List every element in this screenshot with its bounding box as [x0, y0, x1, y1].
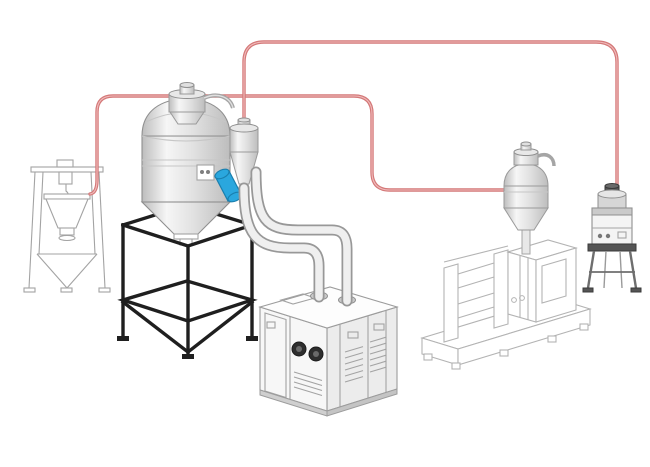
station-hopper [43, 193, 91, 242]
receiver-elbow-pipe [537, 153, 556, 167]
station-top-beam [30, 166, 104, 173]
hoist-trolley [56, 159, 74, 198]
injection-housing [506, 239, 578, 323]
stand-front-rails [120, 222, 255, 248]
vacuum-base-plate [587, 243, 637, 252]
hopper-stand [117, 203, 258, 359]
vacuum-stand [582, 250, 642, 293]
moving-platen [493, 249, 509, 329]
clamp-unit [443, 245, 509, 343]
drying-hopper [140, 98, 232, 246]
hopper-loader [168, 82, 235, 125]
control-dot [200, 170, 204, 174]
material-receiver [503, 141, 556, 255]
receiver-loader [513, 141, 556, 167]
conveying-tube-station-to-receiver [88, 94, 508, 196]
dryer-top-face [258, 286, 399, 329]
housing-door [541, 258, 567, 304]
hopper-body [141, 135, 231, 203]
dryer-round-filters [291, 341, 324, 362]
control-dot [206, 170, 210, 174]
vacuum-body [591, 207, 633, 245]
injection-molding-machine [420, 239, 592, 370]
fixed-platen [443, 263, 459, 343]
conveying-tube-top-loop [242, 40, 619, 208]
dryer-side-vents [344, 336, 387, 383]
tie-bars [457, 262, 495, 319]
process-air-pipes [238, 166, 353, 307]
hopper-control-box [196, 164, 215, 181]
dehumidifying-dryer [258, 286, 399, 417]
hopper-cone [140, 201, 232, 235]
vacuum-power-unit [582, 183, 642, 293]
station-frame [23, 171, 111, 293]
receiver-stand-tube [521, 229, 531, 255]
big-bag-unloading-station [23, 159, 111, 293]
dryer-door [264, 312, 287, 399]
dryer-front-vents [293, 371, 323, 397]
vacuum-motor [597, 183, 627, 209]
